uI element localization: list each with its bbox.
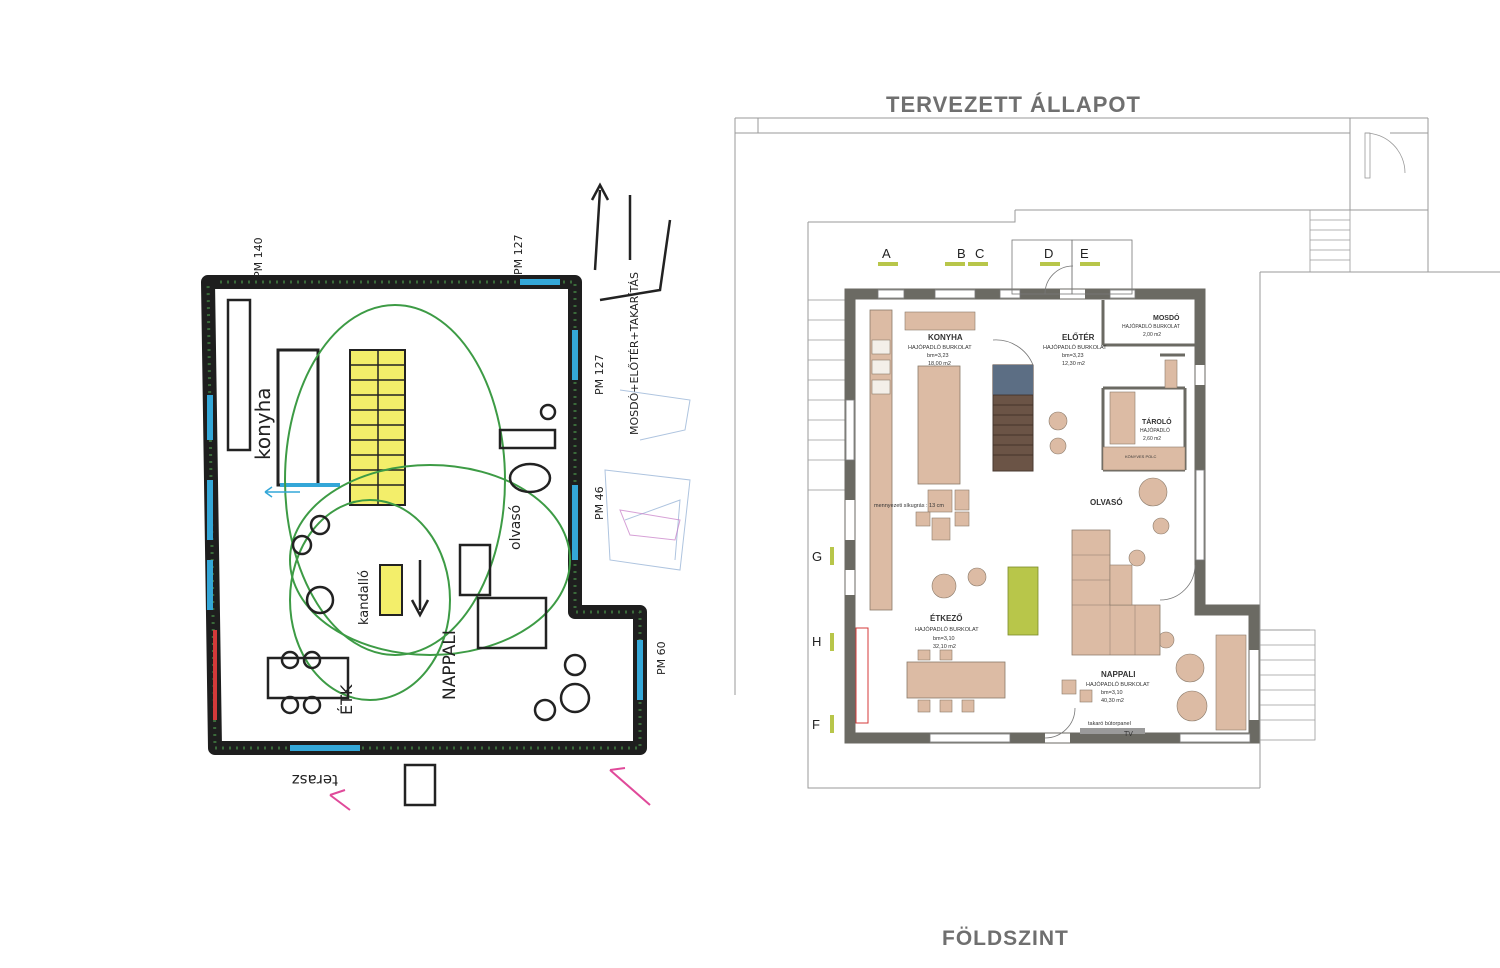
room-mosdo-name: MOSDÓ <box>1153 313 1180 322</box>
kitchen-island <box>917 365 961 485</box>
plan-exterior-wall <box>844 288 1260 744</box>
sketch-label-pm1: PM 140 <box>252 237 265 278</box>
room-eloter-floor: HAJÓPADLÓ BURKOLAT <box>1043 344 1107 351</box>
axis-label-c: C <box>975 246 984 261</box>
axis-label-g: G <box>812 549 822 564</box>
room-konyha-name: KONYHA <box>928 333 963 342</box>
sketch-windows <box>207 279 643 751</box>
room-nappali-floor: HAJÓPADLÓ BURKOLAT <box>1086 681 1150 688</box>
sketch-label-pm2: PM 127 <box>512 234 525 275</box>
room-nappali-height: bm=3,10 <box>1101 690 1123 696</box>
floor-plan: A B C D E G H F KONYHA HAJÓPADLÓ BURKOLA… <box>734 117 1500 789</box>
note-bookshelf: KÖNYVES POLC <box>1125 454 1156 459</box>
room-nappali-name: NAPPALI <box>1101 670 1136 679</box>
sketch-label-terasz: terasz <box>292 771 338 789</box>
axis-markers <box>830 262 1100 733</box>
sketch-label-pm5: PM 60 <box>655 641 668 675</box>
sketch-fireplace <box>379 564 403 616</box>
room-tarolo-floor: HAJÓPADLÓ <box>1140 427 1170 434</box>
axis-label-h: H <box>812 634 821 649</box>
sketch-label-kandallo: kandalló <box>357 570 372 625</box>
room-eloter-area: 12,30 m2 <box>1062 361 1085 367</box>
note-tv: TV <box>1124 731 1133 738</box>
plan-sofa <box>1071 529 1161 656</box>
room-etkezo-floor: HAJÓPADLÓ BURKOLAT <box>915 626 979 633</box>
axis-label-b: B <box>957 246 966 261</box>
sketch-label-pm4: PM 46 <box>593 486 606 520</box>
axis-label-f: F <box>812 717 820 732</box>
room-tarolo-name: TÁROLÓ <box>1142 417 1172 426</box>
sketch-label-etk: ÉTK <box>337 684 356 715</box>
room-konyha-height: bm=3,23 <box>927 353 949 359</box>
note-ceiling-step: mennyezeti síkugrás : 13 cm <box>874 503 944 509</box>
sketch-label-olvaso: olvasó <box>508 505 524 550</box>
axis-label-e: E <box>1080 246 1089 261</box>
room-etkezo-area: 32,10 m2 <box>933 644 956 650</box>
room-etkezo-height: bm=3,10 <box>933 636 955 642</box>
sketch-label-konyha: konyha <box>251 387 275 460</box>
axis-label-a: A <box>882 246 891 261</box>
note-cover-panel: takaró bútorpanel <box>1088 721 1131 727</box>
sketch-circulation <box>284 304 571 701</box>
sketch-label-mosdo: MOSDÓ+ELŐTÉR+TAKARÍTÁS <box>627 272 641 435</box>
sketch-label-nappali: NAPPALI <box>440 630 460 700</box>
room-tarolo-area: 2,60 m2 <box>1143 436 1161 442</box>
drawing-title-planned-state: TERVEZETT ÁLLAPOT <box>886 92 1141 117</box>
plan-dining-table <box>906 661 1006 699</box>
room-etkezo-name: ÉTKEZŐ <box>930 614 962 623</box>
room-eloter-height: bm=3,23 <box>1062 353 1084 359</box>
room-olvaso-name: OLVASÓ <box>1090 498 1123 507</box>
room-mosdo-area: 2,00 m2 <box>1143 332 1161 338</box>
room-konyha-floor: HAJÓPADLÓ BURKOLAT <box>908 344 972 351</box>
axis-label-d: D <box>1044 246 1053 261</box>
room-konyha-area: 18,00 m2 <box>928 361 951 367</box>
room-eloter-name: ELŐTÉR <box>1062 333 1095 342</box>
hand-sketch: konyha kandalló ÉTK NAPPALI olvasó teras… <box>201 182 691 811</box>
drawing-title-ground-floor: FÖLDSZINT <box>942 927 1069 950</box>
room-nappali-area: 40,30 m2 <box>1101 698 1124 704</box>
plan-fireplace <box>1007 566 1039 636</box>
kitchen-worktop <box>869 309 893 611</box>
room-mosdo-floor: HAJÓPADLÓ BURKOLAT <box>1122 323 1180 330</box>
sketch-label-pm3: PM 127 <box>593 354 606 395</box>
